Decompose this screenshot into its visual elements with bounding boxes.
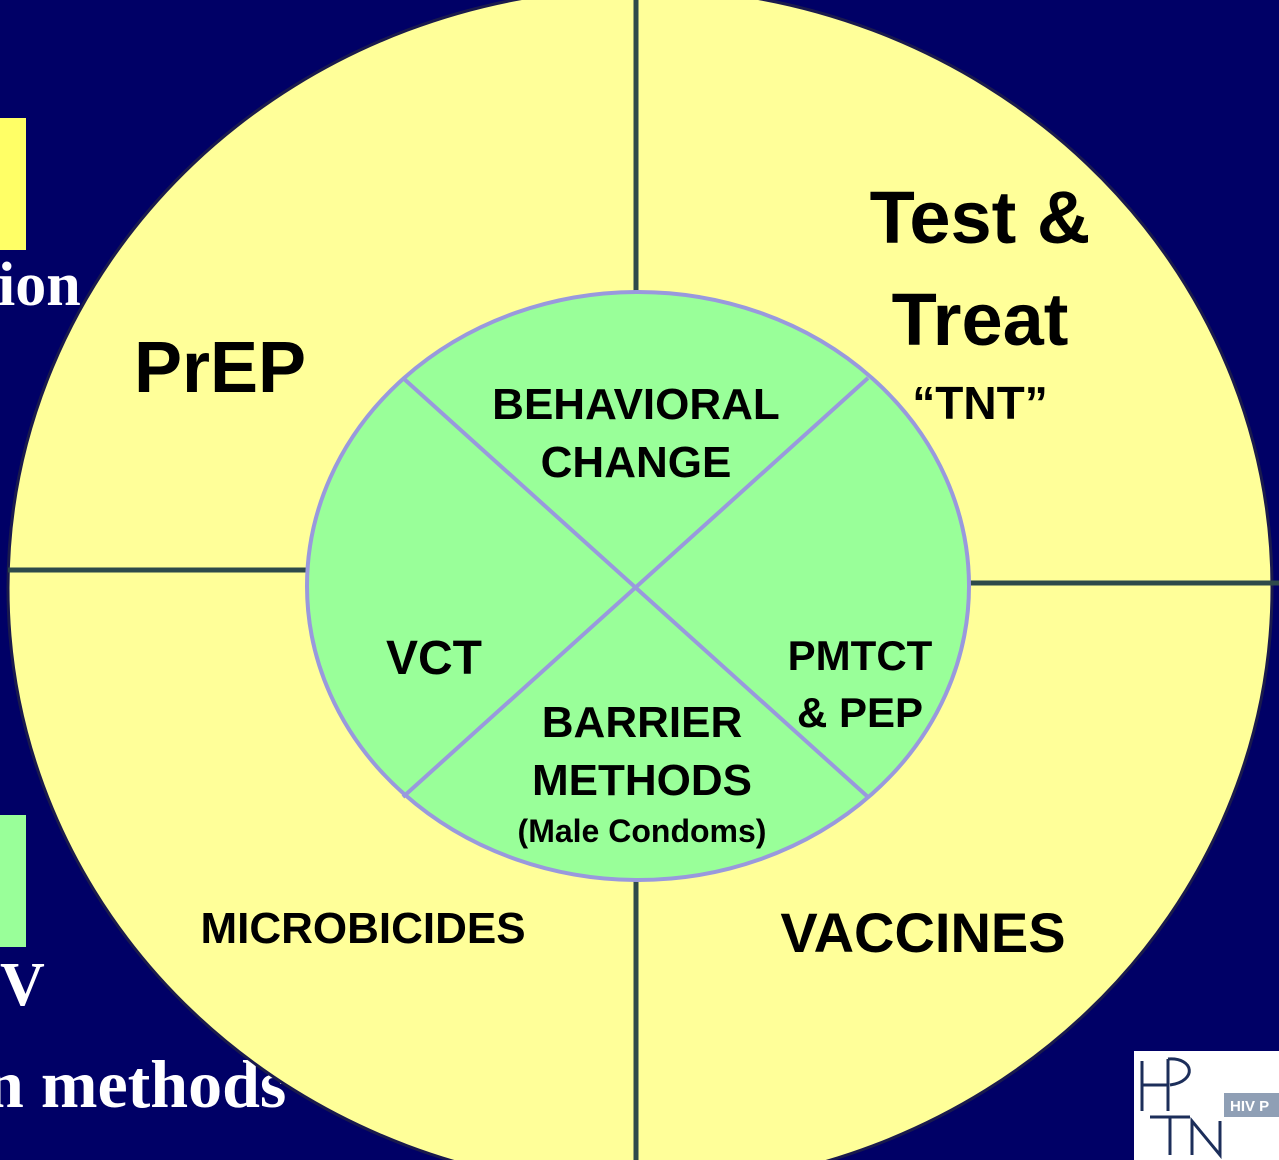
inner-divider-b: [401, 376, 870, 799]
label-tnt: “TNT”: [912, 377, 1047, 429]
label-test-treat-line1: Test &: [870, 176, 1091, 259]
label-behavioral-line1: BEHAVIORAL: [492, 380, 780, 429]
left-text-fragment-2: V: [0, 951, 45, 1019]
label-prep: PrEP: [134, 328, 306, 408]
label-barrier-line1: BARRIER: [542, 698, 742, 747]
label-barrier-line2: METHODS: [532, 756, 752, 805]
label-behavioral-line2: CHANGE: [541, 438, 732, 487]
label-pmtct-line1: PMTCT: [788, 632, 933, 679]
hptn-logo-mark: HIV P: [1140, 1057, 1279, 1160]
label-microbicides: MICROBICIDES: [200, 904, 525, 953]
left-text-fragment-3: n methods: [0, 1046, 287, 1122]
label-male-condoms: (Male Condoms): [518, 813, 767, 849]
label-vaccines: VACCINES: [780, 901, 1065, 964]
legend-swatch-green: [0, 815, 26, 947]
label-pmtct-line2: & PEP: [797, 689, 923, 736]
label-vct: VCT: [386, 632, 482, 685]
legend-swatch-yellow: [0, 118, 26, 250]
hptn-logo: HIV P: [1134, 1051, 1279, 1160]
label-test-treat-line2: Treat: [892, 278, 1069, 361]
hptn-logo-text: HIV P: [1230, 1098, 1269, 1115]
left-text-fragment-1: ion: [0, 251, 81, 319]
